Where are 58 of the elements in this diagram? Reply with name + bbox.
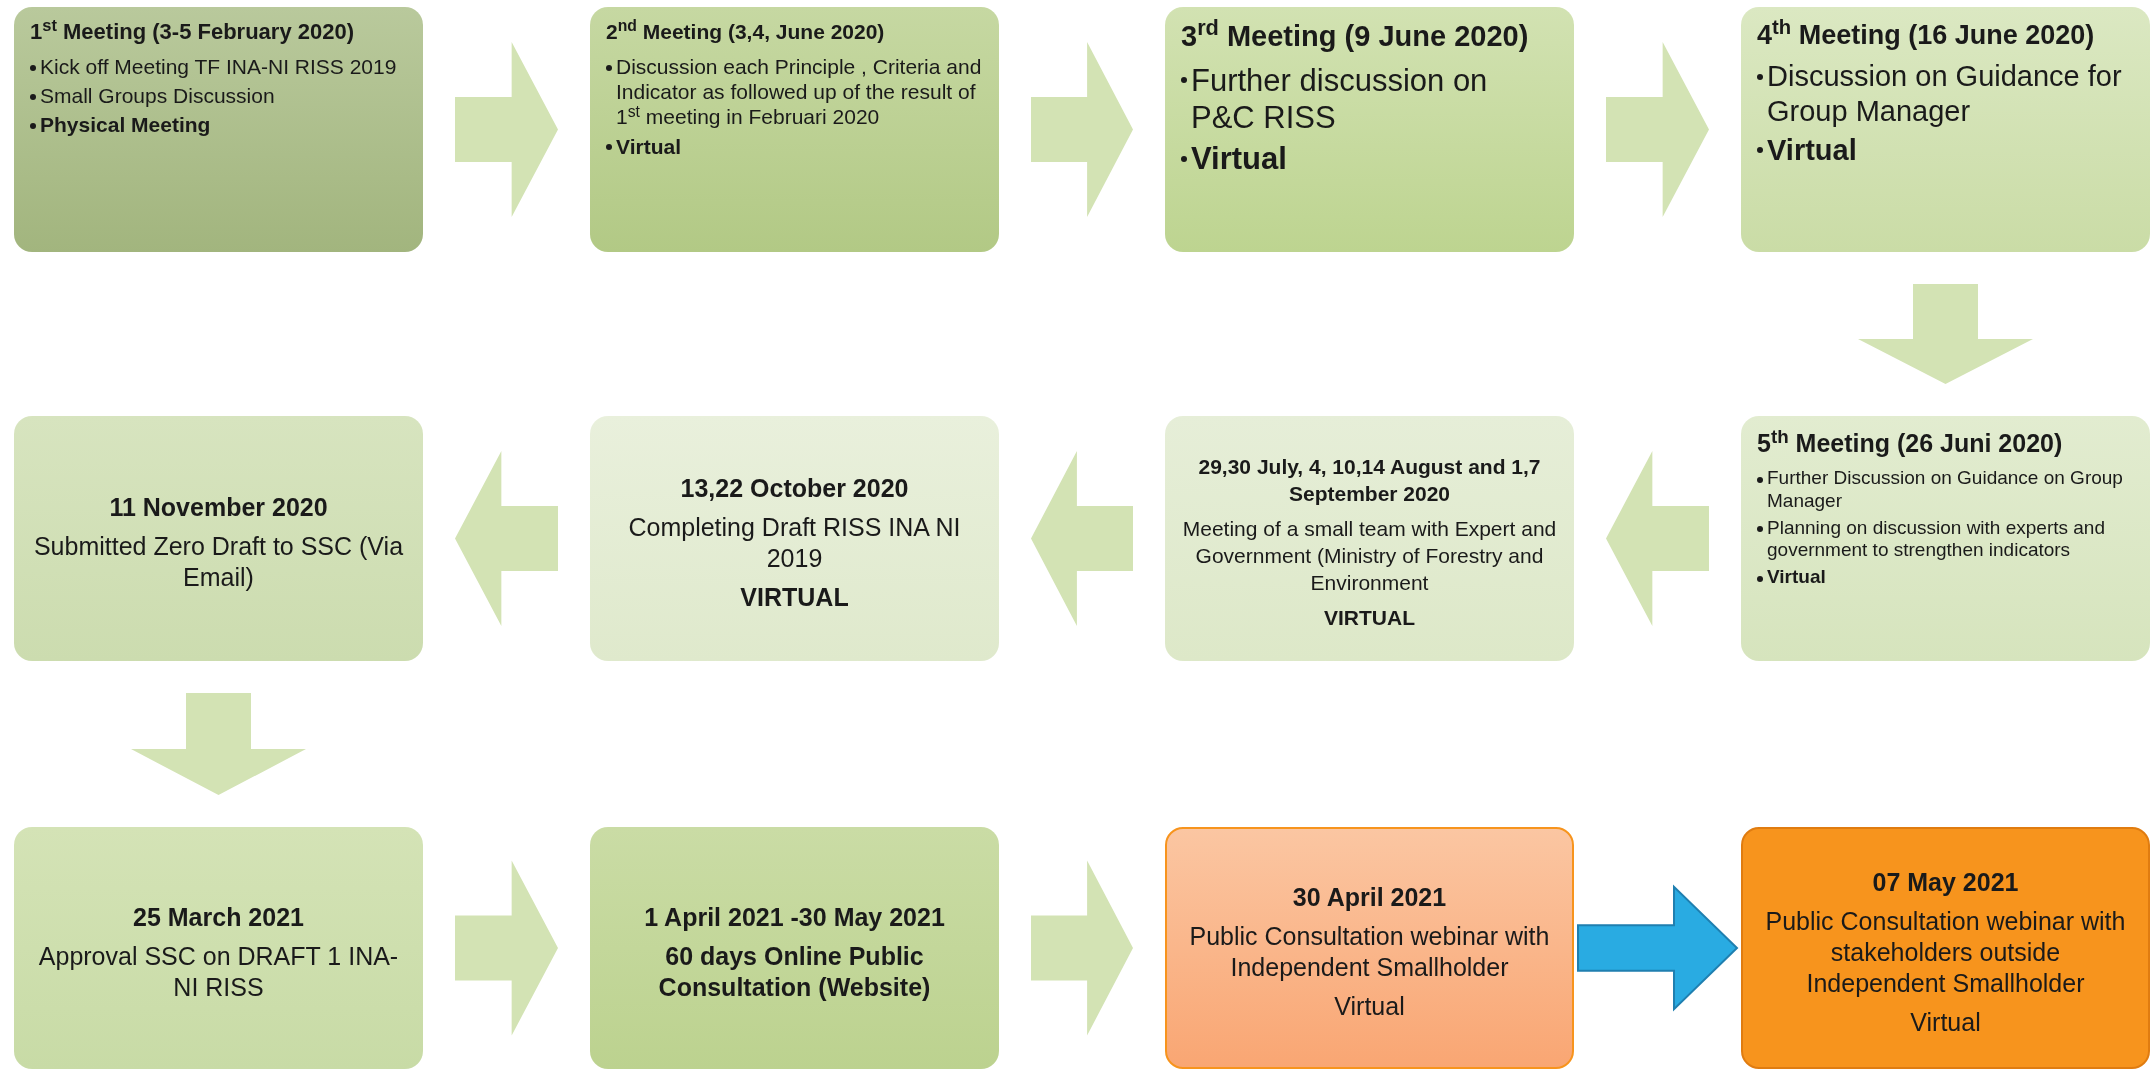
block-arrow: [1606, 451, 1709, 626]
step-heading: 13,22 October 2020: [680, 473, 909, 502]
step-text: Public Consultation webinar with Independent Smallholder: [1189, 922, 1550, 981]
step-heading: 07 May 2021: [1872, 867, 2019, 896]
step-heading: 30 April 2021: [1292, 883, 1447, 911]
step-text: Virtual: [1334, 992, 1405, 1020]
block-arrow: [1858, 284, 2033, 384]
block-arrow: [131, 693, 306, 795]
step-box: [14, 7, 423, 252]
block-arrow: [455, 451, 558, 626]
step-box: [14, 416, 423, 661]
block-arrow: [1606, 42, 1709, 217]
step-text: VIRTUAL: [740, 582, 849, 611]
step-text: Further discussion on P&C RISS: [1191, 61, 1489, 137]
step-text: Public Consultation webinar with stakeholders outside Independent Smallholder: [1765, 906, 2126, 997]
step-text: Virtual: [1191, 140, 1287, 178]
step-heading: 5$^{th}$ Meeting (26 Juni 2020): [1757, 429, 2063, 457]
step-text: VIRTUAL: [1324, 605, 1415, 629]
step-text: Submitted Zero Draft to SSC (Via Email): [33, 532, 404, 591]
step-heading: 4$^{th}$ Meeting (16 June 2020): [1757, 20, 2095, 50]
step-text: Meeting of a small team with Expert and Government (Ministry of Forestry and Environment: [1182, 516, 1557, 594]
step-text: Completing Draft RISS INA NI 2019: [628, 512, 961, 572]
block-arrow: [455, 860, 558, 1036]
step-text: Small Groups Discussion: [40, 83, 275, 109]
step-box: [590, 827, 999, 1069]
step-text: Discussion on Guidance for Group Manager: [1767, 59, 2123, 129]
step-box: [1741, 416, 2150, 661]
step-box: [590, 416, 999, 661]
step-text: Virtual: [1767, 133, 1857, 168]
step-text: Virtual: [616, 133, 681, 159]
step-text: 60 days Online Public Consultation (Website): [658, 941, 931, 1001]
step-heading: 2$^{nd}$ Meeting (3,4, June 2020): [606, 20, 885, 43]
step-heading: 1 April 2021 -30 May 2021: [644, 902, 945, 931]
step-box: [1165, 7, 1574, 252]
block-arrow: [455, 42, 558, 217]
step-heading: 3$^{rd}$ Meeting (9 June 2020): [1181, 20, 1529, 52]
block-arrow: [1031, 42, 1133, 217]
block-arrow: [1031, 860, 1133, 1036]
step-text: Approval SSC on DRAFT 1 INA-NI RISS: [38, 941, 399, 1001]
step-text: Discussion each Principle , Criteria and Indicator as followed up of the result of 1$^{st}$ meeting in Februari 2020: [616, 54, 983, 130]
step-heading: 11 November 2020: [109, 493, 328, 521]
step-box: [1165, 416, 1574, 661]
step-box: [590, 7, 999, 252]
step-box: [1741, 827, 2150, 1069]
step-box: [1741, 7, 2150, 252]
step-text: Virtual: [1767, 566, 1826, 589]
step-heading: 29,30 July, 4, 10,14 August and 1,7 September 2020: [1198, 454, 1541, 505]
step-heading: 25 March 2021: [133, 902, 304, 931]
step-box: [1165, 827, 1574, 1069]
block-arrow: [1577, 884, 1739, 1012]
step-text: Further Discussion on Guidance on Group Manager: [1767, 467, 2124, 513]
step-box: [14, 827, 423, 1069]
step-text: Physical Meeting: [40, 112, 211, 138]
step-text: Kick off Meeting TF INA-NI RISS 2019: [40, 54, 397, 80]
block-arrow: [1031, 451, 1133, 626]
step-text: Virtual: [1910, 1007, 1981, 1036]
step-text: Planning on discussion with experts and government to strengthen indicators: [1767, 516, 2106, 563]
step-heading: 1$^{st}$ Meeting (3-5 February 2020): [30, 19, 355, 44]
